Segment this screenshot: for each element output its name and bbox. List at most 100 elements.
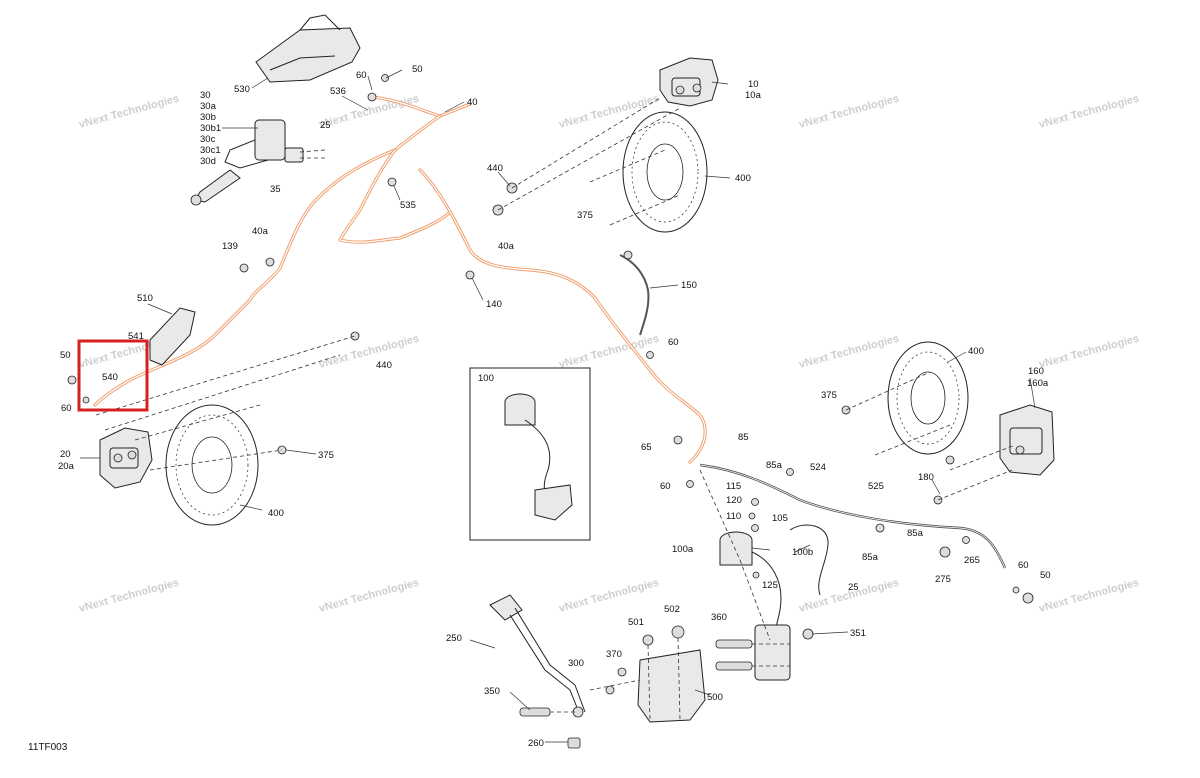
callout-20a: 20a — [58, 461, 75, 472]
callout-85: 85 — [738, 432, 749, 443]
callout-125: 125 — [762, 580, 778, 591]
callout-375: 375 — [577, 210, 593, 221]
callout-541: 541 — [128, 331, 144, 342]
watermark: vNext Technologies — [318, 577, 421, 615]
callout-275: 275 — [935, 574, 951, 585]
watermark: vNext Technologies — [558, 93, 661, 131]
pins-and-rods — [519, 625, 814, 749]
callout-100a: 100a — [672, 544, 694, 555]
callout-110: 110 — [726, 511, 741, 522]
watermark: vNext Technologies — [318, 333, 421, 371]
callout-30b1: 30b1 — [200, 123, 221, 134]
callout-50: 50 — [60, 350, 71, 361]
callout-30: 30 — [200, 90, 211, 101]
callout-10: 10 — [748, 79, 759, 90]
callout-250: 250 — [446, 633, 462, 644]
watermark: vNext Technologies — [798, 93, 901, 131]
callout-60: 60 — [356, 70, 367, 81]
reservoir-inset-100 — [469, 367, 591, 541]
callout-524: 524 — [810, 462, 826, 473]
callout-400: 400 — [735, 173, 751, 184]
callout-40: 40 — [467, 97, 478, 108]
callout-60: 60 — [660, 481, 671, 492]
caliper-160 — [999, 404, 1055, 476]
callout-540: 540 — [102, 372, 118, 383]
callout-525: 525 — [868, 481, 884, 492]
callout-25: 25 — [848, 582, 859, 593]
highlight-box — [77, 339, 149, 412]
bracket-510 — [149, 307, 196, 366]
callout-535: 535 — [400, 200, 416, 211]
callout-30d: 30d — [200, 156, 216, 167]
mounting-bracket-530 — [255, 14, 361, 83]
callout-139: 139 — [222, 241, 238, 252]
callout-180: 180 — [918, 472, 934, 483]
caliper-10 — [659, 57, 719, 107]
watermark: vNext Technologies — [1038, 333, 1141, 371]
master-cylinder-lever-30 — [190, 119, 326, 206]
callout-440: 440 — [487, 163, 503, 174]
leader-lines — [80, 69, 1036, 743]
callout-150: 150 — [681, 280, 697, 291]
callout-60: 60 — [668, 337, 679, 348]
callout-100: 100 — [478, 373, 494, 384]
brake-disc-400-right — [887, 341, 969, 455]
callout-30c: 30c — [200, 134, 216, 145]
callout-501: 501 — [628, 617, 644, 628]
callout-10a: 10a — [745, 90, 762, 101]
callout-30a: 30a — [200, 101, 217, 112]
watermark: vNext Technologies — [1038, 577, 1141, 615]
brake-disc-400-top — [622, 111, 708, 233]
watermark: vNext Technologies — [78, 93, 181, 131]
callout-360: 360 — [711, 612, 727, 623]
callout-labels: 530 30 30a 30b 30b1 30c 30c1 30d 25 35 6… — [58, 64, 1051, 749]
callout-440: 440 — [376, 360, 392, 371]
callout-20: 20 — [60, 449, 71, 460]
watermark: vNext Technologies — [798, 333, 901, 371]
callout-85a: 85a — [862, 552, 879, 563]
callout-260: 260 — [528, 738, 544, 749]
assembly-dash-lines — [95, 97, 1016, 721]
callout-500: 500 — [707, 692, 723, 703]
callout-536: 536 — [330, 86, 346, 97]
callout-265: 265 — [964, 555, 980, 566]
callout-50: 50 — [412, 64, 423, 75]
callout-65: 65 — [641, 442, 652, 453]
callout-370: 370 — [606, 649, 622, 660]
bolts-and-fittings — [67, 74, 1034, 604]
callout-60: 60 — [61, 403, 72, 414]
callout-25: 25 — [320, 120, 331, 131]
diagram-code: 11TF003 — [28, 742, 68, 753]
callout-300: 300 — [568, 658, 584, 669]
callout-502: 502 — [664, 604, 680, 615]
callout-85a: 85a — [907, 528, 924, 539]
caliper-20 — [99, 427, 153, 489]
callout-40a: 40a — [498, 241, 515, 252]
callout-50: 50 — [1040, 570, 1051, 581]
callout-400: 400 — [268, 508, 284, 519]
callout-85a: 85a — [766, 460, 783, 471]
callout-140: 140 — [486, 299, 502, 310]
callout-351: 351 — [850, 628, 866, 639]
callout-160a: 160a — [1027, 378, 1049, 389]
brake-hose-network — [93, 95, 707, 464]
callout-400: 400 — [968, 346, 984, 357]
callout-510: 510 — [137, 293, 153, 304]
callout-30b: 30b — [200, 112, 216, 123]
callout-60: 60 — [1018, 560, 1029, 571]
brake-disc-400-left — [165, 404, 259, 526]
callout-100b: 100b — [792, 547, 813, 558]
callout-115: 115 — [726, 481, 741, 492]
callout-375: 375 — [318, 450, 334, 461]
callout-120: 120 — [726, 495, 742, 506]
callout-30c1: 30c1 — [200, 145, 221, 156]
callout-350: 350 — [484, 686, 500, 697]
watermark: vNext Technologies — [1038, 93, 1141, 131]
callout-35: 35 — [270, 184, 281, 195]
callout-40a: 40a — [252, 226, 269, 237]
watermark: vNext Technologies — [78, 577, 181, 615]
callout-105: 105 — [772, 513, 788, 524]
callout-375: 375 — [821, 390, 837, 401]
metal-brake-line — [619, 254, 1007, 569]
